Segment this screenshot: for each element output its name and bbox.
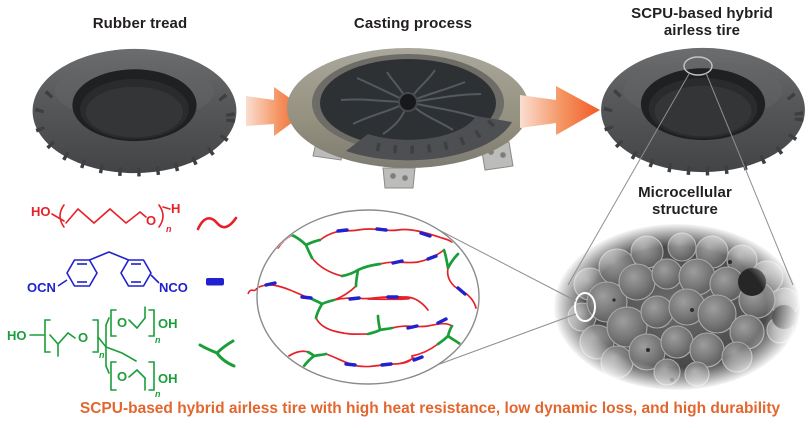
triol-n-bottom-subscript: n <box>155 389 161 399</box>
sem-microcellular-image <box>554 224 800 390</box>
figure-caption: SCPU-based hybrid airless tire with high… <box>79 400 781 417</box>
triol-oh-top-label: OH <box>158 316 178 331</box>
process-arrow-icon-1 <box>246 87 308 136</box>
hard-segment-dash-icon <box>206 278 224 286</box>
ptmeg-ho-label: HO <box>31 204 51 219</box>
triol-n-left-subscript: n <box>99 350 105 360</box>
step2-label: Casting process <box>353 15 473 32</box>
ptmeg-structure: HO O n H <box>31 201 180 234</box>
step3-label-line1: SCPU-based hybrid <box>631 5 773 22</box>
step1-label: Rubber tread <box>92 15 188 32</box>
crosslinker-y-icon <box>198 339 236 368</box>
ptmeg-n-subscript: n <box>166 224 172 234</box>
mold-center-hole <box>398 92 418 112</box>
step3-label: SCPU-based hybrid airless tire <box>618 5 786 40</box>
micro-label-line2: structure <box>652 201 718 219</box>
triol-o-top-label: O <box>117 315 127 330</box>
arrow-shape <box>520 86 600 135</box>
mdi-ocn-label: OCN <box>27 280 56 295</box>
molded-tire-segment <box>346 116 512 161</box>
network-edge-squiggle <box>247 287 258 295</box>
step3-label-line2: airless tire <box>663 22 741 40</box>
sem-highlight-circle <box>574 292 596 322</box>
triol-structure: HO O n O n OH O <box>7 306 178 399</box>
sem-content <box>554 224 800 390</box>
network-oval-outline <box>256 209 480 385</box>
ptmeg-h-label: H <box>171 201 180 216</box>
triol-o-bottom-label: O <box>117 369 127 384</box>
micro-label: Microcellular structure <box>615 184 755 219</box>
airless-tire-illustration <box>601 47 805 176</box>
polymer-network-diagram <box>247 209 480 385</box>
triol-ho-label: HO <box>7 328 27 343</box>
rubber-tread-tire-illustration <box>32 48 237 177</box>
soft-segment-wavy-icon <box>196 216 238 231</box>
casting-mold-illustration <box>287 48 529 189</box>
chemical-structures: HO O n H OCN NCO <box>7 201 238 399</box>
tire-hole <box>654 85 752 137</box>
triol-oh-bottom-label: OH <box>158 371 178 386</box>
triol-o-left-label: O <box>78 330 88 345</box>
tire-tread-grooves <box>34 89 235 177</box>
ptmeg-o-label: O <box>146 213 156 228</box>
arrow-shape <box>246 87 308 136</box>
mdi-nco-label: NCO <box>159 280 188 295</box>
mdi-structure: OCN NCO <box>27 251 188 295</box>
tire-hole <box>85 86 184 138</box>
tire-tread-grooves <box>602 88 804 176</box>
micro-label-line1: Microcellular <box>638 184 732 201</box>
triol-n-top-subscript: n <box>155 335 161 345</box>
process-arrow-icon-2 <box>520 86 600 135</box>
